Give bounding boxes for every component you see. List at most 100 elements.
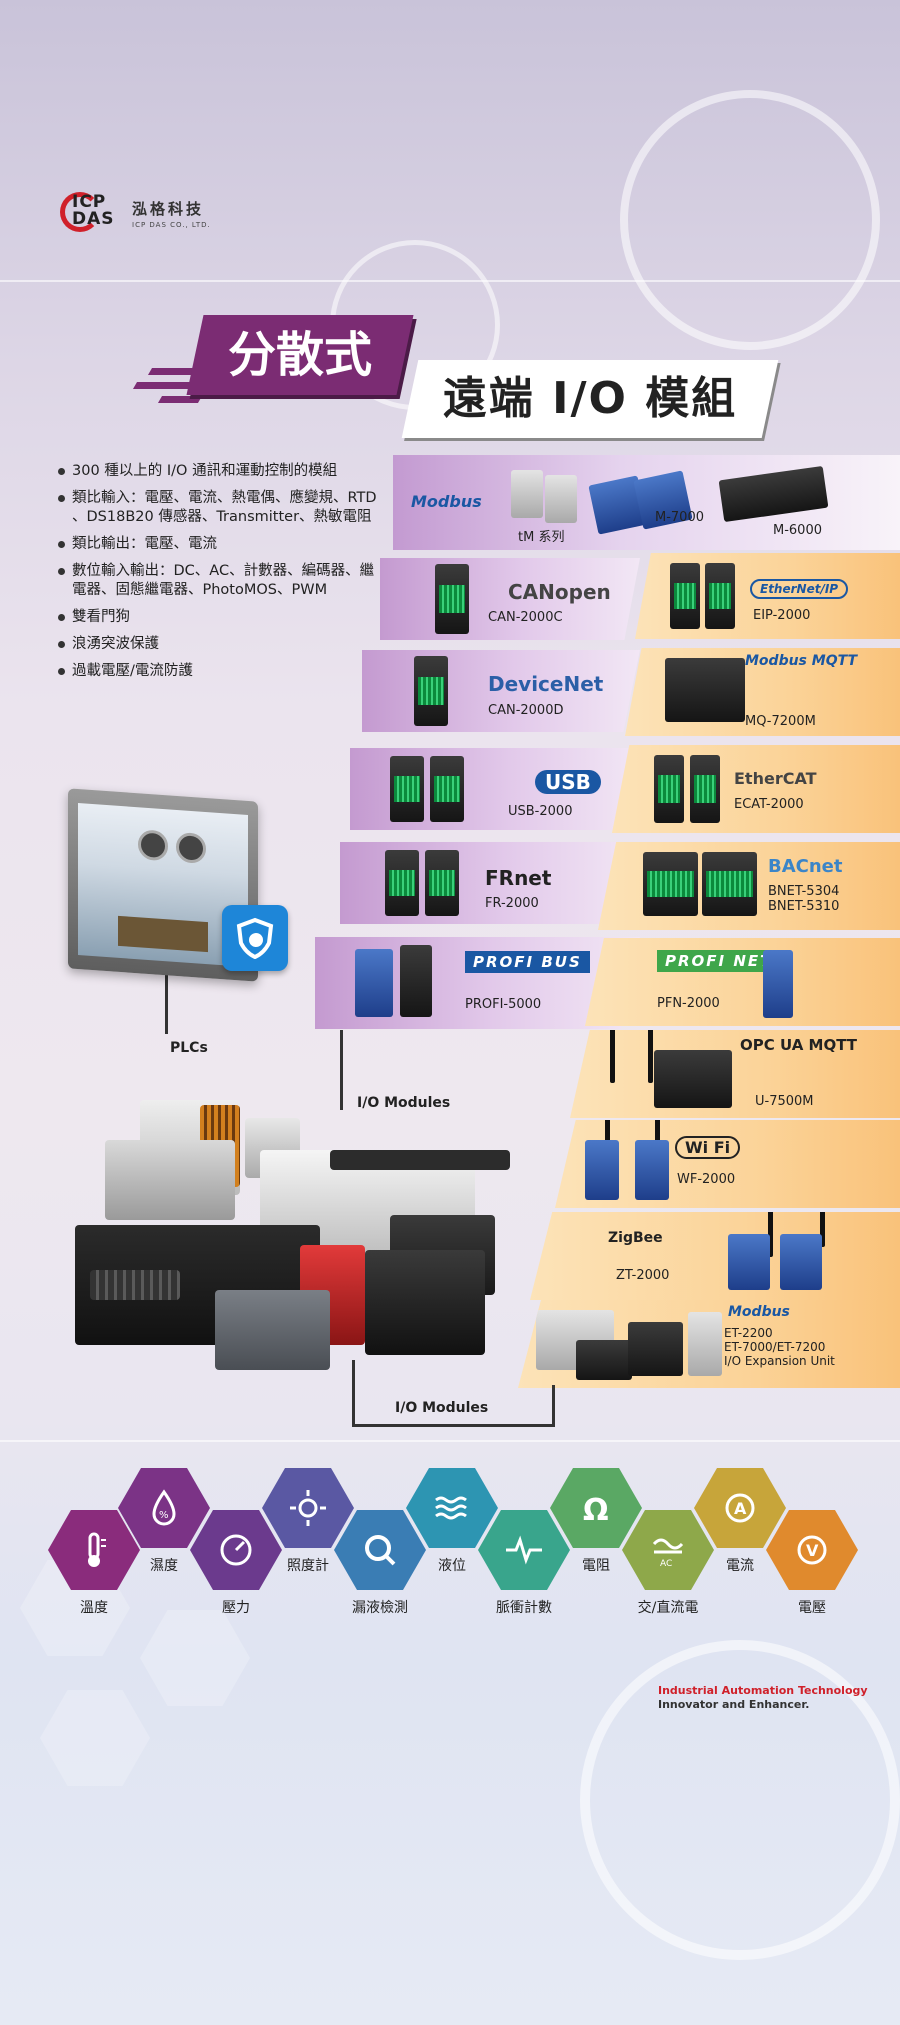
plc-hardware-image [215, 1290, 330, 1370]
eip2000-module-image [670, 563, 700, 629]
antenna-image [768, 1212, 773, 1257]
svg-text:V: V [806, 1541, 819, 1560]
brand-logo: ICP DAS 泓格科技 ICP DAS CO., LTD. [60, 190, 211, 236]
product-panel-eip2000: EtherNet/IP EIP-2000 [635, 553, 900, 639]
feature-item: 300 種以上的 I/O 通訊和運動控制的模組 [58, 462, 378, 481]
profi5000-label: PROFI-5000 [465, 997, 542, 1012]
product-panel-bnet: BACnet BNET-5304 BNET-5310 [598, 842, 900, 930]
sensor-label-illuminance: 照度計 [287, 1558, 329, 1574]
plc-hardware-image [90, 1270, 180, 1300]
sensor-label-resistance: 電阻 [582, 1558, 610, 1574]
decorative-circuit-line [0, 280, 900, 282]
fr2000-module-image [425, 850, 459, 916]
sensor-label-acdc: 交/直流電 [637, 1600, 699, 1616]
title-part2: 遠端 I/O 模組 [442, 373, 738, 424]
product-panel-wf2000: Wi Fi WF-2000 [555, 1120, 900, 1208]
icpdas-logo-icon: ICP DAS [60, 190, 120, 236]
profinet-logo: PROFI NET [657, 950, 781, 972]
decorative-gear-ring [620, 90, 880, 350]
connector-line [352, 1424, 554, 1427]
can2000c-label: CAN-2000C [488, 610, 563, 625]
decorative-gear-ring [580, 1640, 900, 1960]
svg-text:Ω: Ω [583, 1493, 609, 1528]
brand-cn-name: 泓格科技 [132, 199, 205, 218]
ecat2000-module-image [690, 755, 720, 823]
modbus-logo: Modbus [728, 1304, 790, 1320]
wf2000-module-image [585, 1140, 619, 1200]
sensor-label-level: 液位 [438, 1558, 466, 1574]
m6000-label: M-6000 [773, 523, 822, 538]
tm-module-image [545, 475, 577, 523]
ohm-icon: Ω [550, 1468, 642, 1548]
plc-hardware-image [365, 1250, 485, 1355]
zigbee-logo: ZigBee [608, 1230, 663, 1246]
product-panel-u7500m: OPC UA MQTT U-7500M [570, 1030, 900, 1118]
ac-icon: AC [622, 1510, 714, 1590]
connector-line [165, 972, 168, 1034]
decorative-circuit-line [0, 1440, 900, 1442]
decorative-hexagon [140, 1610, 250, 1706]
plcs-label: PLCs [170, 1040, 208, 1056]
wifi-logo: Wi Fi [675, 1136, 741, 1159]
connector-line [552, 1385, 555, 1427]
antenna-image [610, 1030, 615, 1083]
sensor-label-current: 電流 [726, 1558, 754, 1574]
product-panel-can2000d: DeviceNet CAN-2000D [362, 650, 640, 732]
zt2000-module-image [728, 1234, 770, 1290]
wf2000-module-image [635, 1140, 669, 1200]
bnet-module-image [702, 852, 757, 916]
sensor-label-temperature: 溫度 [80, 1600, 108, 1616]
mq7200m-module-image [665, 658, 745, 722]
antenna-image [820, 1212, 825, 1247]
title-banner-secondary: 遠端 I/O 模組 [401, 360, 779, 438]
sensor-label-leak: 漏液檢測 [352, 1600, 408, 1616]
feature-item: 雙看門狗 [58, 608, 378, 627]
decorative-hexagon [40, 1690, 150, 1786]
pulse-icon [478, 1510, 570, 1590]
sensor-label-voltage: 電壓 [798, 1600, 826, 1616]
plc-hardware-image [105, 1140, 235, 1220]
product-panel-modbus-top: Modbus tM 系列 M-7000 M-6000 [393, 455, 900, 550]
product-panel-mq7200m: Modbus MQTT MQ-7200M [625, 648, 900, 736]
fr2000-label: FR-2000 [485, 896, 539, 911]
product-panel-et2200: Modbus ET-2200 ET-7000/ET-7200 I/O Expan… [518, 1300, 900, 1388]
tagline-line2: Innovator and Enhancer. [658, 1698, 810, 1711]
frnet-logo: FRnet [485, 866, 552, 890]
modbus-mqtt-logo: Modbus MQTT [745, 653, 858, 669]
water-level-icon [406, 1468, 498, 1548]
volt-icon: V [766, 1510, 858, 1590]
sensor-label-pulse: 脈衝計數 [496, 1600, 552, 1616]
eip2000-label: EIP-2000 [753, 608, 811, 623]
feature-item: 浪湧突波保護 [58, 635, 378, 654]
modbus-logo: Modbus [411, 492, 482, 511]
canopen-logo: CANopen [508, 580, 611, 604]
profi5000-module-image [400, 945, 432, 1017]
feature-item: 數位輸入輸出：DC、AC、計數器、編碼器、繼電器、固態繼電器、PhotoMOS、… [58, 562, 378, 600]
svg-text:A: A [734, 1499, 747, 1518]
profi5000-module-image [355, 949, 393, 1017]
ampere-icon: A [694, 1468, 786, 1548]
bacnet-logo: BACnet [768, 856, 843, 877]
svg-text:%: % [159, 1510, 169, 1521]
zt2000-label: ZT-2000 [616, 1268, 670, 1283]
profibus-logo: PROFI BUS [465, 951, 590, 973]
pressure-gauge-icon [190, 1510, 282, 1590]
opcua-mqtt-logo: OPC UA MQTT [740, 1036, 858, 1054]
io-modules-label: I/O Modules [357, 1095, 451, 1111]
et-module-image [576, 1340, 632, 1380]
usb2000-label: USB-2000 [508, 804, 573, 819]
sensor-label-humidity: 濕度 [150, 1558, 178, 1574]
product-panel-profi5000: PROFI BUS PROFI-5000 [315, 937, 640, 1029]
can2000c-module-image [435, 564, 469, 634]
logo-letters: ICP DAS [72, 192, 115, 229]
feature-item: 類比輸入：電壓、電流、熱電偶、應變規、RTD 、DS18B20 傳感器、Tran… [58, 489, 378, 527]
devicenet-logo: DeviceNet [488, 672, 604, 696]
title-banner-primary: 分散式 [186, 315, 414, 395]
usb2000-module-image [430, 756, 464, 822]
product-panel-pfn2000: PROFI NET PFN-2000 [585, 938, 900, 1026]
et-label: ET-2200 ET-7000/ET-7200 I/O Expansion Un… [724, 1326, 835, 1368]
ecat2000-module-image [654, 755, 684, 823]
usb2000-module-image [390, 756, 424, 822]
feature-list: 300 種以上的 I/O 通訊和運動控制的模組 類比輸入：電壓、電流、熱電偶、應… [58, 462, 378, 689]
tm-module-image [511, 470, 543, 518]
